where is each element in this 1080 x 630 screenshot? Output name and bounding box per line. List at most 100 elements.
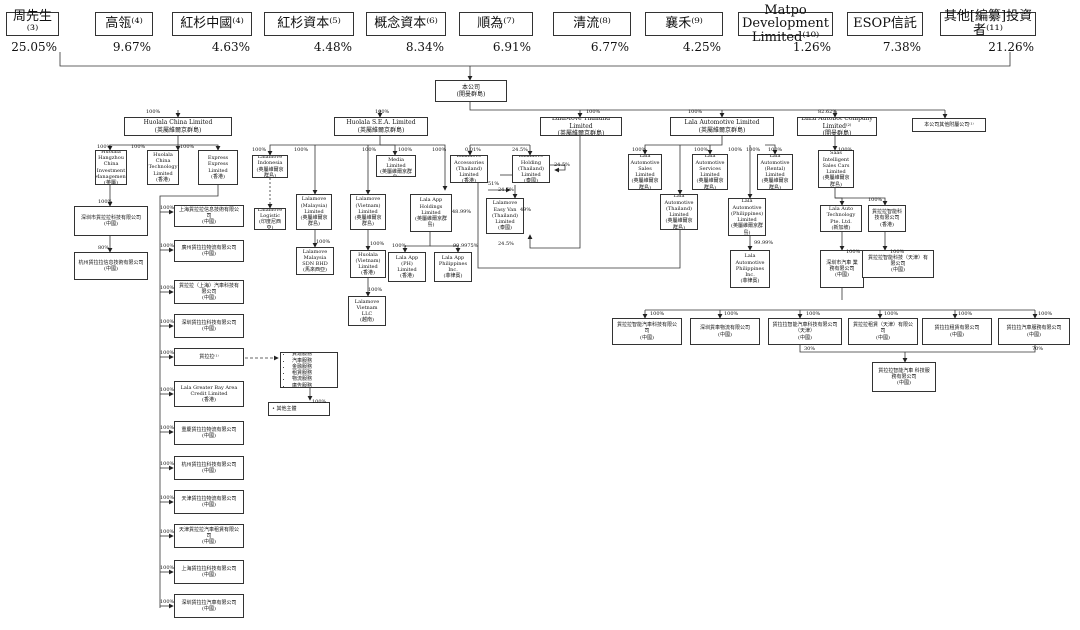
- vie-item: 汽車服務: [292, 358, 312, 364]
- entity-jurisdiction: (中國): [202, 295, 216, 302]
- entity-name: Lala Auto Technology Pte. Ltd.: [826, 206, 856, 225]
- ownership-percentage: 0.01%: [465, 147, 481, 153]
- entity-jurisdiction: (香港): [462, 178, 476, 183]
- entity-lat: Lala Auto Technology Pte. Ltd.(新加坡): [820, 205, 862, 232]
- entity-name: Huolala China Technology Limited: [148, 151, 178, 177]
- entity-lasl: Lala Automotive Sales Limited(英屬維爾京群島): [628, 154, 662, 190]
- entity-hvl: Huolala (Vietnam) Limited(香港): [350, 250, 386, 278]
- entity-name: 深圳市貨拉拉科技有限公司: [80, 214, 141, 221]
- entity-jurisdiction: (香港): [361, 270, 375, 277]
- ownership-percentage: 100%: [375, 109, 390, 115]
- ownership-percentage: 24.5%: [498, 241, 514, 247]
- entity-hz: 貨拉拉智能科技（天津）有限公司(中國): [862, 250, 934, 278]
- shareholder-box: ESOP信託: [847, 12, 923, 36]
- entity-jurisdiction: (中國): [202, 251, 216, 257]
- entity-lesy: Lalamove Easy Van (Thailand) Limited(泰國): [486, 198, 524, 234]
- entity-c4: 深圳貨拉拉科技有限公司(中國): [174, 314, 244, 338]
- entity-jurisdiction: (英屬): [104, 180, 118, 185]
- entity-c3: 貨拉拉（上海）汽車科技有限公司(中國): [174, 280, 244, 304]
- ownership-percentage: 100%: [688, 109, 703, 115]
- entity-name: 貨拉拉智能汽車科技有限公司（天津）: [772, 322, 838, 335]
- vie-box: 貨運服務汽車服務金融服務租賃服務物流服務廣告服務: [280, 352, 338, 388]
- entity-name: Lalamove Accessories (Thailand) Limited: [454, 155, 484, 179]
- entity-jurisdiction: (英屬維爾京群島): [761, 178, 789, 190]
- ownership-percentage: 100%: [160, 205, 175, 211]
- entity-jurisdiction: (英屬維爾京群島): [300, 215, 328, 228]
- vie-item: 金融服務: [292, 364, 312, 370]
- entity-jurisdiction: (英屬維爾京群島): [698, 126, 746, 134]
- entity-oth: 本公司其他附屬公司⁽¹⁾: [912, 118, 986, 132]
- ownership-percentage: 100%: [160, 529, 175, 535]
- entity-ex: Express Express Limited(香港): [198, 150, 238, 185]
- entity-lapi: Lala Automotive Philippines Inc.(菲律賓): [730, 250, 770, 288]
- shareholder-box: 紅杉資本⁽⁵⁾: [264, 12, 354, 36]
- entity-name: 廣州貨拉拉物流有限公司: [181, 244, 237, 251]
- ownership-percentage: 100%: [180, 144, 195, 150]
- entity-jurisdiction: (中國): [104, 266, 118, 272]
- ownership-percentage: 100%: [160, 461, 175, 467]
- shareholder-box: 周先生⁽³⁾: [6, 10, 59, 37]
- entity-jurisdiction: (英屬維爾京群島): [557, 130, 605, 136]
- entity-llogi: Lalamove Logistic(印度尼西亞): [254, 208, 286, 230]
- entity-jurisdiction: (中國): [835, 272, 849, 279]
- entity-lmal: Lalamove (Malaysia) Limited(英屬維爾京群島): [296, 194, 332, 230]
- ownership-percentage: 100%: [294, 147, 309, 153]
- entity-hct: Huolala China Technology Limited(香港): [147, 150, 179, 185]
- vie-item: 廣告服務: [292, 383, 312, 388]
- entity-name: 深圳貨拉拉汽車有限公司: [181, 599, 237, 606]
- ownership-percentage: 100%: [694, 147, 709, 153]
- shareholder-percentage: 8.34%: [405, 40, 444, 54]
- shareholder-box: 其他[編纂]投資者⁽¹¹⁾: [940, 10, 1036, 37]
- entity-jurisdiction: (泰國): [498, 225, 512, 232]
- entity-lar: Lala Automotive (Rental) Limited(英屬維爾京群島…: [757, 154, 793, 190]
- ownership-percentage: 100%: [160, 565, 175, 571]
- shareholder-percentage: 9.67%: [112, 40, 151, 54]
- shareholder-percentage: 21.26%: [988, 40, 1034, 54]
- entity-name: Lalamove Vietnam LLC: [354, 298, 380, 318]
- entity-hzx: 杭州貨拉拉信息技術有限公司(中國): [74, 252, 148, 280]
- entity-jurisdiction: (中國): [202, 539, 216, 546]
- entity-name: Express Express Limited: [207, 155, 229, 174]
- ownership-percentage: 49%: [520, 207, 532, 213]
- entity-c1: 上海貨拉拉信息技術有限公司(中國): [174, 205, 244, 227]
- entity-name: LaLa Autobot Company Limited⁽²⁾: [801, 117, 873, 130]
- entity-lt: LalaMove Thailand Limited(英屬維爾京群島): [540, 117, 622, 136]
- ownership-percentage: 99.99%: [754, 240, 774, 246]
- entity-jurisdiction: (中國): [876, 334, 890, 341]
- entity-jurisdiction: (開曼群島): [822, 130, 852, 136]
- entity-bot3: 貨拉拉智能汽車科技有限公司（天津）(中國): [768, 318, 842, 345]
- vie-bottom-label: • 其他主體: [272, 405, 297, 412]
- entity-jurisdiction: (英屬維爾京群島): [256, 166, 284, 178]
- entity-zq: 深圳市汽車 業務有限公司(中國): [820, 250, 864, 288]
- ownership-percentage: 100%: [1038, 311, 1053, 317]
- entity-jurisdiction: (中國): [202, 433, 216, 439]
- entity-jurisdiction: (英屬維爾京群島): [822, 175, 850, 188]
- shareholder-percentage: 4.25%: [682, 40, 721, 54]
- entity-name: Lalamove (Malaysia) Limited: [300, 196, 328, 215]
- entity-jurisdiction: (印度尼西亞): [259, 219, 281, 230]
- ownership-percentage: 100%: [160, 350, 175, 356]
- company-sub: (開曼群島): [456, 91, 486, 98]
- entity-jurisdiction: (菲律賓): [443, 273, 463, 280]
- entity-jurisdiction: (中國): [202, 606, 216, 612]
- entity-lindo: Lalamove Indonesia(英屬維爾京群島): [252, 155, 288, 178]
- company-name: 本公司: [461, 83, 480, 91]
- entity-jurisdiction: (中國): [950, 331, 964, 338]
- entity-c2: 廣州貨拉拉物流有限公司(中國): [174, 240, 244, 262]
- entity-jurisdiction: (中國): [202, 572, 216, 578]
- entity-lvn: Lalamove (Vietnam) Limited(英屬維爾京群島): [350, 194, 386, 230]
- ownership-percentage: 100%: [146, 109, 161, 115]
- entity-name: Lalamove (Vietnam) Limited: [355, 196, 381, 215]
- entity-name: Saas Intelligent Sales Cars Limited: [822, 150, 850, 175]
- entity-name: Huolala (Vietnam) Limited: [355, 251, 381, 271]
- entity-bot2: 深圳貨車物流有限公司(中國): [690, 318, 760, 345]
- entity-jurisdiction: (英屬維爾京群島): [380, 169, 412, 176]
- vie-list: 貨運服務汽車服務金融服務租賃服務物流服務廣告服務: [284, 353, 312, 388]
- ownership-percentage: 100%: [160, 495, 175, 501]
- vie-item: 租賃服務: [292, 370, 312, 376]
- entity-lappi: Lala App Philippines Inc.(菲律賓): [434, 252, 472, 282]
- entity-zs: 貨拉拉智能科技有限公司(香港): [868, 205, 906, 232]
- ownership-percentage: 24.5%: [554, 162, 570, 168]
- entity-jurisdiction: (英屬維爾京群島): [354, 215, 382, 228]
- entity-jurisdiction: (馬來西亞): [303, 267, 327, 274]
